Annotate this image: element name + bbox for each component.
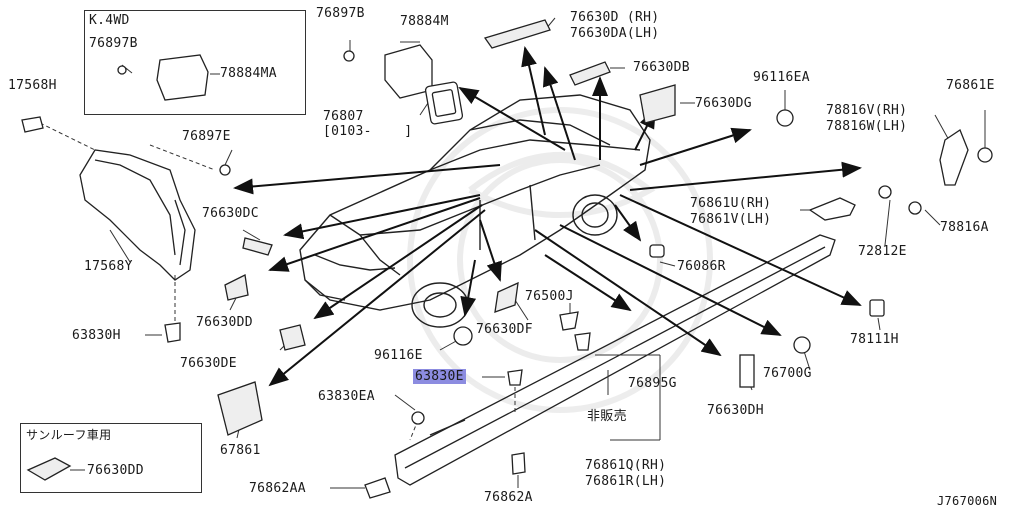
pad-76630dc-icon	[242, 237, 273, 256]
pad-76630db-icon	[569, 61, 611, 86]
pad-67861-icon	[217, 381, 263, 436]
side-sill-illustration	[394, 234, 836, 486]
pad-76630d-icon	[483, 19, 551, 49]
label-63830e-highlighted[interactable]: 63830E	[413, 369, 466, 384]
clip-76895g-icon	[574, 332, 591, 351]
sunroof-box-title: サンルーフ車用	[26, 428, 112, 442]
sunroof-part-76630dd: 76630DD	[87, 463, 144, 478]
screw-76862aa-icon	[364, 477, 391, 499]
label-not-for-sale: 非販売	[587, 409, 627, 424]
clip-72812e-icon	[878, 185, 892, 199]
label-76897e: 76897E	[182, 129, 231, 144]
label-78816w-lh: 78816W(LH)	[826, 119, 908, 134]
watermark	[407, 107, 713, 413]
plug-76700g-icon	[793, 336, 811, 354]
label-63830ea: 63830EA	[318, 389, 375, 404]
label-76630da-lh: 76630DA(LH)	[570, 26, 660, 41]
pad-76630df-icon	[494, 281, 519, 313]
label-76630dh: 76630DH	[707, 403, 764, 418]
pad-76630dg-icon	[639, 84, 676, 124]
variant-part-76897b: 76897B	[89, 36, 138, 51]
screw-76897e-icon	[219, 164, 231, 176]
pad-76630dd-box-icon	[26, 457, 72, 481]
label-78816v-rh: 78816V(RH)	[826, 103, 908, 118]
thin-leader-lines	[70, 17, 986, 489]
clip-17568h-icon	[21, 116, 44, 133]
module-78884ma-icon	[156, 54, 209, 101]
label-76500j: 76500J	[525, 289, 574, 304]
label-76895g: 76895G	[628, 376, 677, 391]
label-76086r: 76086R	[677, 259, 726, 274]
label-76630df: 76630DF	[476, 322, 533, 337]
label-76862aa: 76862AA	[249, 481, 306, 496]
bracket-78816v-icon	[939, 129, 969, 186]
clip-76861e-icon	[977, 147, 993, 163]
sunroof-variant-box	[20, 423, 202, 493]
label-76861u-rh: 76861U(RH)	[690, 196, 772, 211]
fender-liner-illustration	[79, 149, 196, 281]
label-76861q-rh: 76861Q(RH)	[585, 458, 667, 473]
diagram-code: J767006N	[937, 494, 998, 508]
k4wd-variant-box	[84, 10, 306, 115]
label-96116ea: 96116EA	[753, 70, 810, 85]
label-17568h: 17568H	[8, 78, 57, 93]
label-78111h: 78111H	[850, 332, 899, 347]
variant-part-78884ma: 78884MA	[220, 66, 277, 81]
plug-76086r-icon	[649, 244, 665, 258]
clip-76500j-icon	[559, 311, 579, 331]
clip-63830h-icon	[164, 322, 181, 343]
label-76807-range: [0103- ]	[323, 124, 413, 139]
label-76700g: 76700G	[763, 366, 812, 381]
variant-box-title: K.4WD	[89, 13, 130, 28]
clip-78111h-icon	[869, 299, 885, 317]
screw-78816a-icon	[908, 201, 922, 215]
pad-76630dh-icon	[739, 354, 755, 388]
clip-63830e-icon	[507, 369, 523, 386]
leader-arrows	[233, 46, 862, 387]
label-63830h: 63830H	[72, 328, 121, 343]
screw-76862a-icon	[511, 452, 526, 475]
label-72812e: 72812E	[858, 244, 907, 259]
clip-76861u-icon	[808, 197, 856, 221]
label-76630de: 76630DE	[180, 356, 237, 371]
label-76897b: 76897B	[316, 6, 365, 21]
cap-96116ea-icon	[776, 109, 794, 127]
label-76861v-lh: 76861V(LH)	[690, 212, 772, 227]
pad-76630dd-icon	[224, 274, 249, 301]
label-76630dg: 76630DG	[695, 96, 752, 111]
label-78816a: 78816A	[940, 220, 989, 235]
label-76807: 76807	[323, 109, 364, 124]
label-76861e: 76861E	[946, 78, 995, 93]
pad-76630de-icon	[279, 324, 306, 351]
label-17568y: 17568Y	[84, 259, 133, 274]
grommet-76897b-box-icon	[117, 65, 127, 75]
label-96116e: 96116E	[374, 348, 423, 363]
label-76630db: 76630DB	[633, 60, 690, 75]
grommet-76897b-icon	[343, 50, 355, 62]
label-76862a: 76862A	[484, 490, 533, 505]
part-icons	[21, 19, 993, 499]
label-67861: 67861	[220, 443, 261, 458]
cap-96116e-icon	[453, 326, 473, 346]
label-76861r-lh: 76861R(LH)	[585, 474, 667, 489]
label-76630dd: 76630DD	[196, 315, 253, 330]
label-78884m: 78884M	[400, 14, 449, 29]
label-76630dc: 76630DC	[202, 206, 259, 221]
label-76630d-rh: 76630D (RH)	[570, 10, 660, 25]
clip-63830ea-icon	[411, 411, 425, 425]
